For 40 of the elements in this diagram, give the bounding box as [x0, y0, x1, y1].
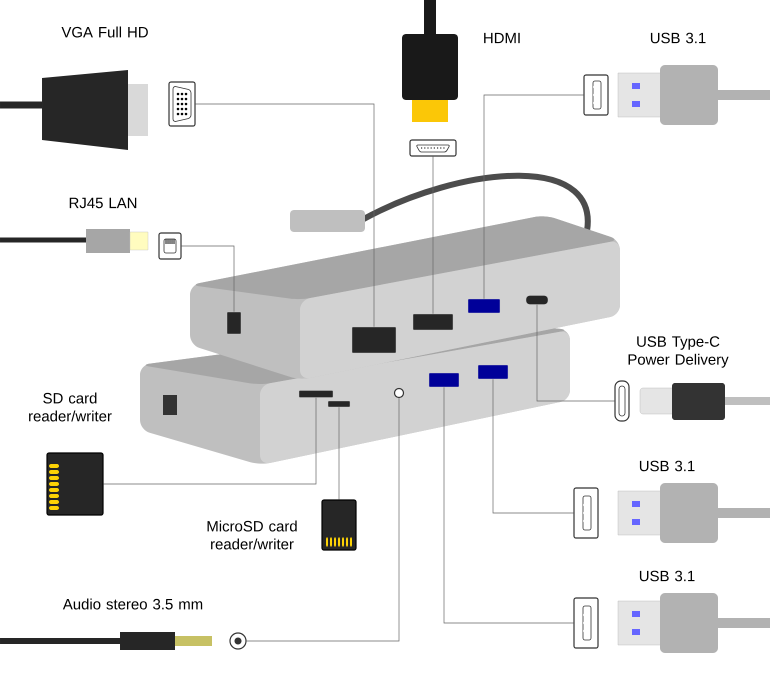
sd-card-slot [298, 390, 334, 398]
usb-c-socket-icon [614, 380, 630, 422]
usb-port [478, 364, 508, 380]
rj45-port [226, 312, 242, 334]
port-label: USB 3.1 [640, 570, 694, 582]
port-label: USB 3.1 [650, 32, 706, 44]
vga-port [352, 326, 396, 354]
hdmi-port [412, 314, 454, 330]
audio-jack-port [394, 388, 404, 398]
usb-socket-icon [573, 487, 599, 539]
sd-card-picture [46, 452, 104, 516]
port-label: USB Type-C Power Delivery [628, 336, 729, 368]
leader-line [246, 398, 400, 642]
port-label: MicroSD card reader/writer [208, 520, 297, 550]
hdmi-socket-icon [409, 139, 457, 157]
rj45-socket-icon [158, 232, 182, 260]
leader-line [536, 304, 615, 402]
port-label: VGA Full HD [61, 26, 148, 38]
usb-socket-icon [583, 74, 609, 116]
port-label: USB 3.1 [640, 460, 694, 472]
leader-line [432, 156, 434, 314]
microsd-card-picture [321, 499, 357, 551]
leader-line [492, 378, 574, 514]
port-label: Audio stereo 3.5 mm [62, 598, 202, 610]
usb-socket-icon [573, 597, 599, 649]
leader-line [195, 104, 374, 328]
microsd-card-slot [328, 400, 350, 408]
audio-jack-icon [229, 632, 247, 650]
usb-c-port [526, 295, 548, 305]
leader-line [484, 94, 584, 300]
leader-line [444, 386, 574, 624]
usb-port [428, 372, 460, 388]
leader-line [103, 397, 316, 484]
vga-socket-icon [168, 81, 196, 127]
leader-line [181, 246, 234, 312]
leader-line [338, 406, 340, 500]
usb-port [468, 298, 500, 314]
port-label: RJ45 LAN [70, 198, 136, 208]
port-label: SD card reader/writer [29, 392, 112, 422]
port-label: HDMI [484, 32, 520, 44]
